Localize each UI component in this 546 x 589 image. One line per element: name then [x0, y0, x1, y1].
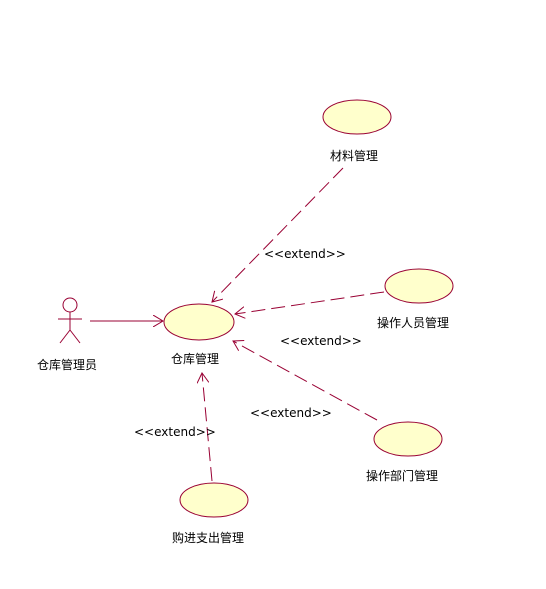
use-case-warehouse-management-label: 仓库管理 [171, 351, 219, 366]
extend-material-line[interactable] [212, 167, 344, 302]
extend-department-label: <<extend>> [250, 406, 332, 420]
use-case-purchase-management[interactable] [179, 482, 249, 518]
use-case-personnel-management-label: 操作人员管理 [377, 315, 449, 330]
actor-left-leg [59, 329, 71, 344]
use-case-purchase-management-label: 购进支出管理 [172, 530, 244, 545]
actor-stick-figure[interactable] [58, 297, 82, 344]
extend-department-line[interactable] [233, 341, 378, 421]
actor-right-leg [69, 329, 81, 344]
extend-personnel-label: <<extend>> [280, 334, 362, 348]
actor-label: 仓库管理员 [37, 357, 97, 372]
extend-purchase-line[interactable] [202, 373, 213, 482]
use-case-personnel-management[interactable] [384, 268, 454, 304]
extend-purchase-label: <<extend>> [134, 425, 216, 439]
extend-personnel-line[interactable] [235, 291, 385, 314]
extend-material-label: <<extend>> [264, 247, 346, 261]
use-case-material-management-label: 材料管理 [330, 148, 378, 163]
use-case-warehouse-management[interactable] [163, 303, 235, 341]
actor-head [62, 297, 78, 313]
use-case-material-management[interactable] [322, 99, 392, 135]
use-case-department-management-label: 操作部门管理 [366, 468, 438, 483]
use-case-department-management[interactable] [373, 421, 443, 457]
